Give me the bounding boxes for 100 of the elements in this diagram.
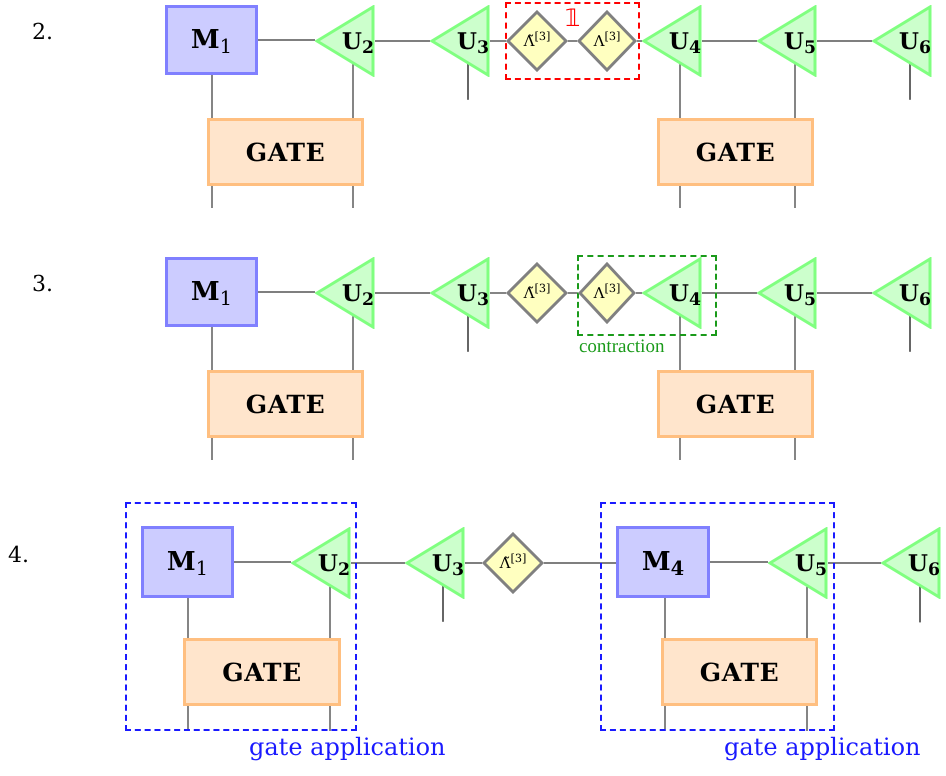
leg-line <box>467 314 469 352</box>
lambda-label: Λ̃$^{[3]}$ <box>500 556 526 570</box>
leg-line <box>679 438 681 460</box>
tensor-triangle <box>430 5 490 77</box>
tensor-triangle <box>757 5 817 77</box>
tensor-label: U$_{2}$ <box>318 552 350 574</box>
tensor-triangle <box>642 257 702 329</box>
gate-label: GATE <box>246 392 326 416</box>
leg-line <box>679 186 681 208</box>
tensor-triangle <box>430 257 490 329</box>
leg-line <box>187 706 189 731</box>
connector-line <box>817 40 872 42</box>
frame-caption: contraction <box>579 337 664 356</box>
matrix-box <box>616 526 710 598</box>
connector-line <box>490 40 506 42</box>
tensor-triangle <box>405 527 465 599</box>
tensor-label: U$_{2}$ <box>342 30 374 52</box>
leg-line <box>352 186 354 208</box>
gate-box <box>207 370 364 438</box>
tensor-triangle <box>768 527 828 599</box>
tensor-triangle <box>757 257 817 329</box>
leg-line <box>919 585 921 622</box>
leg-line <box>329 706 331 731</box>
connector-line <box>679 314 681 370</box>
connector-line <box>806 585 808 638</box>
lambda-label: Λ̃$^{[3]}$ <box>524 34 550 48</box>
connector-line <box>465 562 482 564</box>
step-number: 2. <box>32 22 53 44</box>
connector-line <box>794 62 796 118</box>
tensor-triangle <box>315 5 375 77</box>
connector-line <box>258 39 315 41</box>
lambda-label: Λ̃$^{[3]}$ <box>524 286 550 300</box>
matrix-box <box>165 5 258 75</box>
leg-line <box>664 706 666 731</box>
tensor-label: U$_{5}$ <box>784 282 816 304</box>
tensor-label: U$_{5}$ <box>784 30 816 52</box>
tensor-label: U$_{2}$ <box>342 282 374 304</box>
tensor-label: M$_{1}$ <box>190 27 232 53</box>
connector-line <box>664 598 666 638</box>
dashed-frame <box>505 2 640 80</box>
leg-line <box>794 186 796 208</box>
leg-line <box>806 706 808 731</box>
connector-line <box>794 314 796 370</box>
leg-line <box>352 438 354 460</box>
step-number: 3. <box>32 274 53 296</box>
connector-line <box>702 40 757 42</box>
connector-line <box>568 292 578 294</box>
tensor-label: U$_{5}$ <box>794 552 827 574</box>
connector-line <box>710 561 768 563</box>
leg-line <box>794 438 796 460</box>
matrix-box <box>141 526 234 598</box>
connector-line <box>375 40 430 42</box>
lambda-diamond <box>506 10 568 72</box>
leg-line <box>909 314 911 352</box>
gate-label: GATE <box>696 392 776 416</box>
leg-line <box>211 438 213 460</box>
tensor-triangle <box>291 527 351 599</box>
connector-line <box>828 562 881 564</box>
lambda-diamond <box>482 532 544 594</box>
connector-line <box>544 562 616 564</box>
lambda-diamond <box>506 262 568 324</box>
leg-line <box>467 62 469 100</box>
tensor-label: U$_{6}$ <box>908 552 940 574</box>
tensor-label: M$_{1}$ <box>166 549 208 575</box>
lambda-diamond <box>578 262 636 324</box>
frame-caption: gate application <box>724 735 921 759</box>
tensor-label: U$_{4}$ <box>668 282 701 304</box>
tensor-label: U$_{6}$ <box>898 30 931 52</box>
tensor-label: M$_{1}$ <box>190 279 232 305</box>
connector-line <box>490 292 506 294</box>
gate-box <box>657 370 814 438</box>
connector-line <box>679 62 681 118</box>
tensor-triangle <box>872 257 932 329</box>
tensor-triangle <box>872 5 932 77</box>
tensor-label: U$_{3}$ <box>432 552 464 574</box>
tensor-label: M$_{4}$ <box>642 549 684 575</box>
connector-line <box>352 62 354 118</box>
tensor-label: U$_{4}$ <box>668 30 701 52</box>
lambda-label: Λ$^{[3]}$ <box>594 34 620 48</box>
gate-label: GATE <box>222 660 302 684</box>
gate-box <box>207 118 364 186</box>
leg-line <box>909 62 911 100</box>
connector-line <box>817 292 872 294</box>
leg-line <box>211 186 213 208</box>
lambda-label: Λ$^{[3]}$ <box>594 286 620 300</box>
tensor-triangle <box>642 5 702 77</box>
lambda-diamond <box>577 10 637 72</box>
gate-box <box>183 638 341 706</box>
matrix-box <box>165 257 258 327</box>
gate-label: GATE <box>696 140 776 164</box>
gate-label: GATE <box>700 660 780 684</box>
connector-line <box>329 585 331 638</box>
step-number: 4. <box>8 545 29 567</box>
leg-line <box>442 584 444 622</box>
connector-line <box>258 291 315 293</box>
connector-line <box>211 327 213 370</box>
gate-box <box>657 118 814 186</box>
connector-line <box>702 292 757 294</box>
tensor-label: U$_{6}$ <box>898 282 931 304</box>
tensor-triangle <box>315 257 375 329</box>
